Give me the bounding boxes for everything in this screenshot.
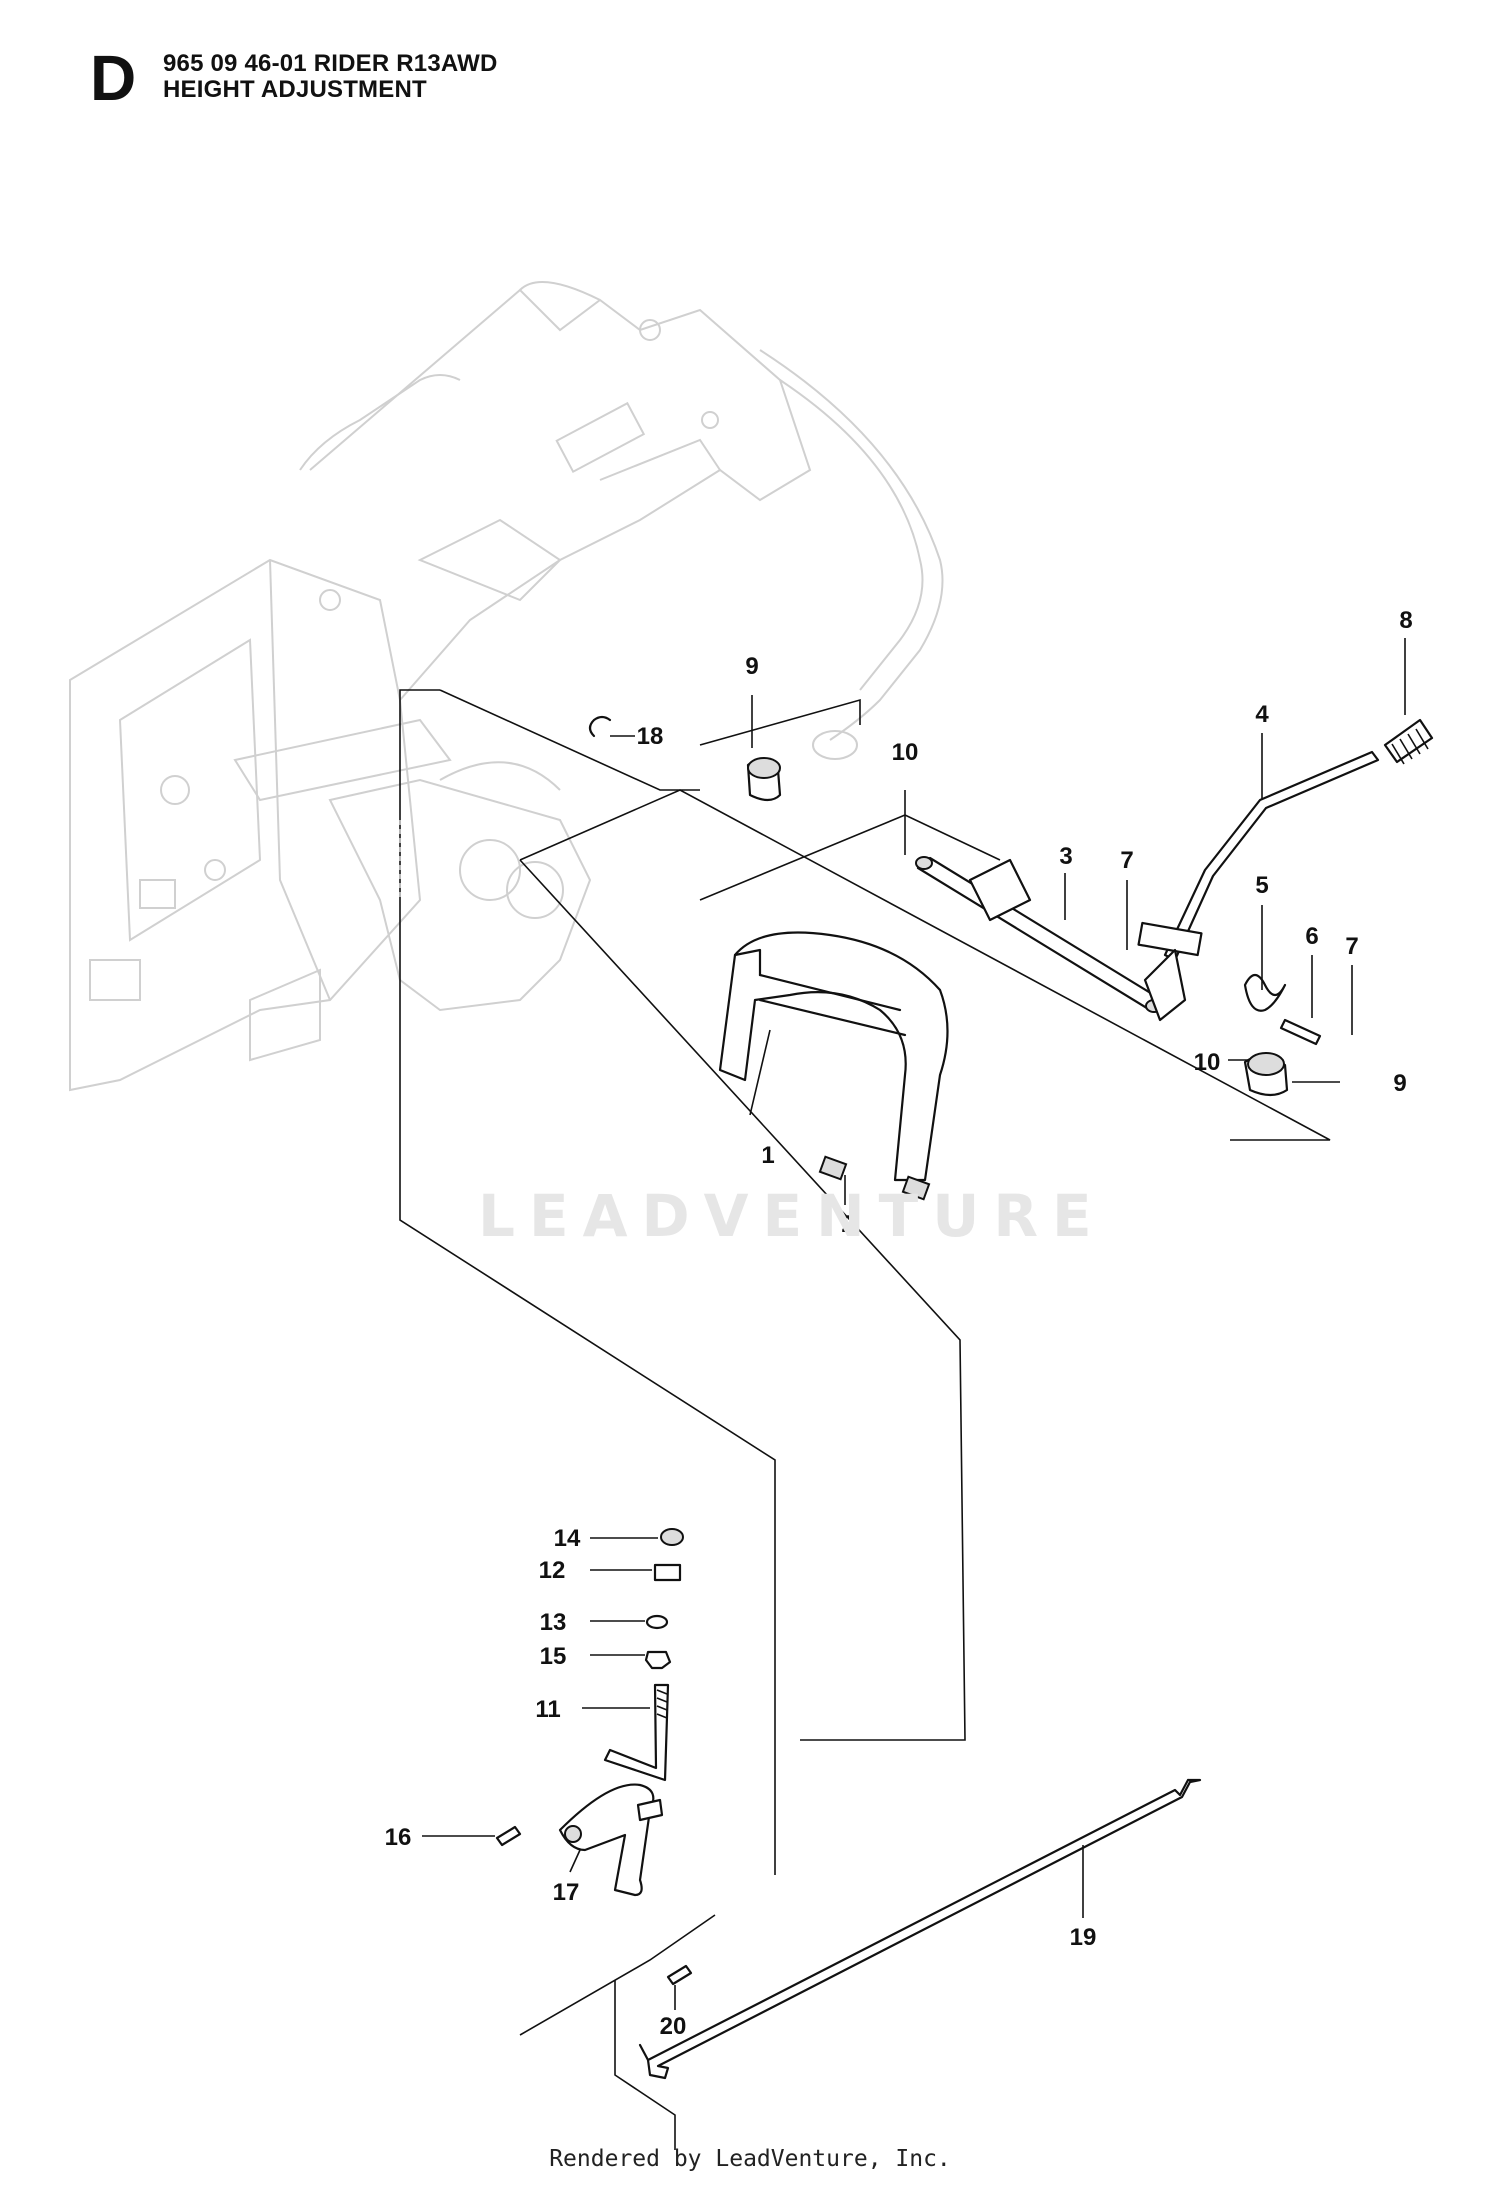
leader-lines — [422, 638, 1406, 2010]
callout-12: 12 — [539, 1557, 566, 1584]
bell-crank-part — [558, 1783, 664, 1897]
callout-11: 11 — [535, 1696, 560, 1723]
callout-13: 13 — [540, 1609, 567, 1636]
callout-9b: 9 — [1393, 1070, 1406, 1097]
lower-link-parts — [603, 1528, 684, 1782]
guide-lines — [399, 689, 1331, 2150]
callout-7a: 7 — [1120, 847, 1133, 874]
callout-16: 16 — [385, 1824, 412, 1851]
section-letter: D — [90, 42, 137, 114]
callout-17: 17 — [553, 1879, 580, 1906]
lift-shaft-part — [915, 856, 1164, 1013]
callout-4: 4 — [1255, 701, 1269, 728]
callout-5: 5 — [1255, 872, 1268, 899]
callout-labels: 1 2 3 4 5 6 7 7 8 9 9 10 10 11 12 13 14 … — [385, 607, 1413, 2040]
callout-19: 19 — [1070, 1924, 1097, 1951]
lift-rod-part — [638, 1778, 1202, 2080]
callout-2: 2 — [841, 1211, 854, 1238]
callout-10b: 10 — [1194, 1049, 1221, 1076]
lever-grip-part — [1383, 718, 1434, 765]
callout-14: 14 — [554, 1525, 581, 1552]
bushing-parts — [746, 757, 1289, 1097]
watermark: LEADVENTURE — [478, 1182, 1106, 1250]
e-clip-part — [588, 715, 612, 738]
callout-1: 1 — [761, 1142, 774, 1169]
lift-lever-part — [1137, 750, 1380, 1022]
callout-7b: 7 — [1345, 933, 1358, 960]
callout-10a: 10 — [892, 739, 919, 766]
callout-18: 18 — [637, 723, 664, 750]
spring-and-pin-parts — [1243, 973, 1322, 1046]
height-quadrant-part — [718, 931, 949, 1201]
callout-8: 8 — [1399, 607, 1412, 634]
callout-15: 15 — [540, 1643, 567, 1670]
clip-pin-parts — [495, 1825, 693, 1986]
callout-20: 20 — [660, 2013, 687, 2040]
footer-credit: Rendered by LeadVenture, Inc. — [549, 2146, 951, 2172]
callout-3: 3 — [1059, 843, 1072, 870]
chassis-frame — [69, 281, 944, 1092]
callout-6: 6 — [1305, 923, 1318, 950]
callout-9a: 9 — [745, 653, 758, 680]
diagram-title-model: 965 09 46-01 RIDER R13AWD — [163, 50, 498, 77]
diagram-title-section: HEIGHT ADJUSTMENT — [163, 76, 427, 103]
